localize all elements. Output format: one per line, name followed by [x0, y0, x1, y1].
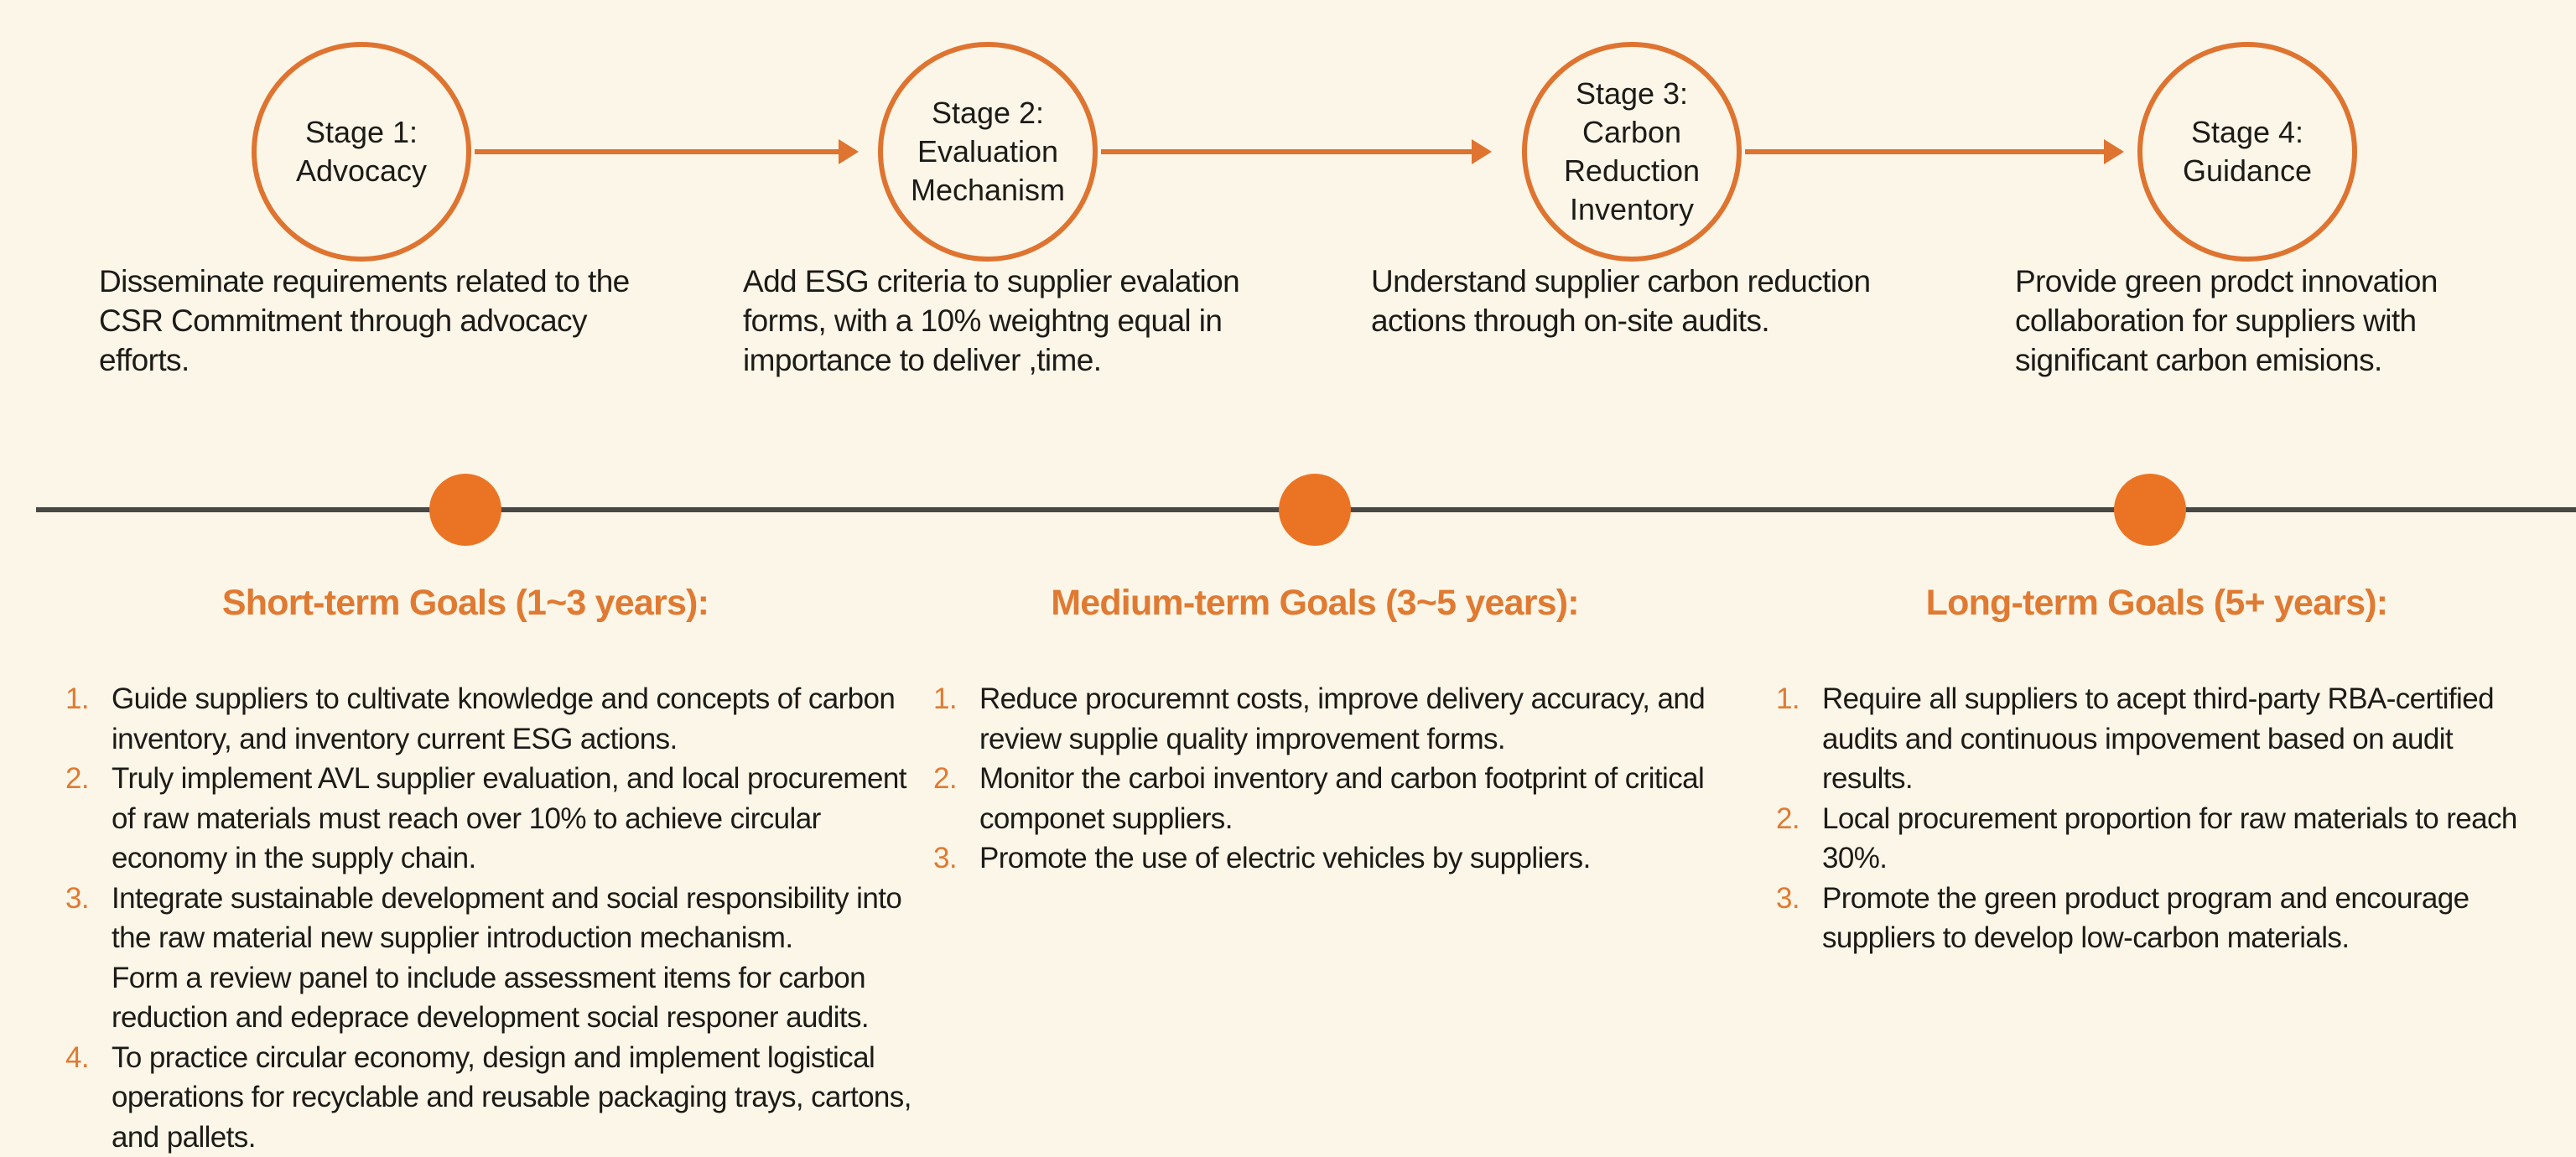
item-text: Integrate sustainable development and so… — [112, 879, 912, 958]
item-number: 2. — [1776, 799, 1822, 879]
item-number: 3. — [65, 879, 112, 1038]
stage-label: Stage 2: — [904, 94, 1072, 132]
stage-name: Evaluation Mechanism — [904, 132, 1072, 210]
item-number: 2. — [933, 759, 979, 838]
list-item: 2.Monitor the carboi inventory and carbo… — [933, 759, 1713, 838]
stage-2-description: Add ESG criteria to supplier evalation f… — [743, 262, 1296, 380]
stage-4-circle: Stage 4:Guidance — [2137, 42, 2357, 262]
arrow-icon — [1745, 149, 2121, 154]
long-term-goals-list: 1.Require all suppliers to acept third-p… — [1776, 679, 2547, 958]
list-item: 1.Require all suppliers to acept third-p… — [1776, 679, 2547, 799]
stage-3-circle: Stage 3:Carbon Reduction Inventory — [1522, 42, 1742, 262]
item-number: 1. — [933, 679, 979, 759]
stage-label: Stage 3: — [1548, 75, 1716, 113]
list-item: 2.Truly implement AVL supplier evaluatio… — [65, 759, 912, 879]
item-number: 1. — [65, 679, 112, 759]
arrow-icon — [1101, 149, 1488, 154]
list-item: 3.Promote the use of electric vehicles b… — [933, 838, 1713, 879]
item-text: Promote the use of electric vehicles by … — [979, 838, 1713, 879]
item-text: Guide suppliers to cultivate knowledge a… — [112, 679, 912, 759]
item-text: Promote the green product program and en… — [1822, 879, 2547, 958]
stage-name: Guidance — [2163, 152, 2331, 190]
stage-4-description: Provide green prodct innovation collabor… — [2015, 262, 2518, 380]
arrow-icon — [475, 149, 855, 154]
list-item: 2.Local procurement proportion for raw m… — [1776, 799, 2547, 879]
stage-3-description: Understand supplier carbon reduction act… — [1371, 262, 1924, 340]
stage-name: Advocacy — [296, 152, 427, 190]
list-item: 1.Reduce procuremnt costs, improve deliv… — [933, 679, 1713, 759]
item-number: 3. — [933, 838, 979, 879]
long-term-goals-title: Long-term Goals (5+ years): — [1821, 583, 2492, 624]
timeline-dot-medium-term — [1279, 474, 1351, 546]
stage-label: Stage 4: — [2163, 113, 2331, 152]
item-text: Reduce procuremnt costs, improve deliver… — [979, 679, 1713, 759]
timeline-dot-long-term — [2114, 474, 2186, 546]
medium-term-goals-list: 1.Reduce procuremnt costs, improve deliv… — [933, 679, 1713, 879]
item-number: 3. — [1776, 879, 1822, 958]
list-item: 4.To practice circular economy, design a… — [65, 1038, 912, 1157]
list-item: 3.Integrate sustainable development and … — [65, 879, 912, 1038]
stage-2-circle: Stage 2:Evaluation Mechanism — [878, 42, 1098, 262]
item-text: Require all suppliers to acept third-par… — [1822, 679, 2547, 799]
item-text: Monitor the carboi inventory and carbon … — [979, 759, 1713, 838]
list-item: 3.Promote the green product program and … — [1776, 879, 2547, 958]
item-number: 1. — [1776, 679, 1822, 799]
item-number: 2. — [65, 759, 112, 879]
item-text-continued: Form a review panel to include assessmen… — [112, 958, 912, 1038]
short-term-goals-list: 1.Guide suppliers to cultivate knowledge… — [65, 679, 912, 1157]
list-item: 1.Guide suppliers to cultivate knowledge… — [65, 679, 912, 759]
short-term-goals-title: Short-term Goals (1~3 years): — [130, 583, 801, 624]
item-text: Truly implement AVL supplier evaluation,… — [112, 759, 912, 879]
stage-name: Carbon Reduction Inventory — [1548, 113, 1716, 229]
stage-1-circle: Stage 1:Advocacy — [252, 42, 471, 262]
stage-label: Stage 1: — [296, 113, 427, 152]
medium-term-goals-title: Medium-term Goals (3~5 years): — [979, 583, 1650, 624]
item-number: 4. — [65, 1038, 112, 1157]
item-text: To practice circular economy, design and… — [112, 1038, 912, 1157]
item-text: Local procurement proportion for raw mat… — [1822, 799, 2547, 879]
timeline-dot-short-term — [429, 474, 501, 546]
stage-1-description: Disseminate requirements related to the … — [99, 262, 636, 380]
